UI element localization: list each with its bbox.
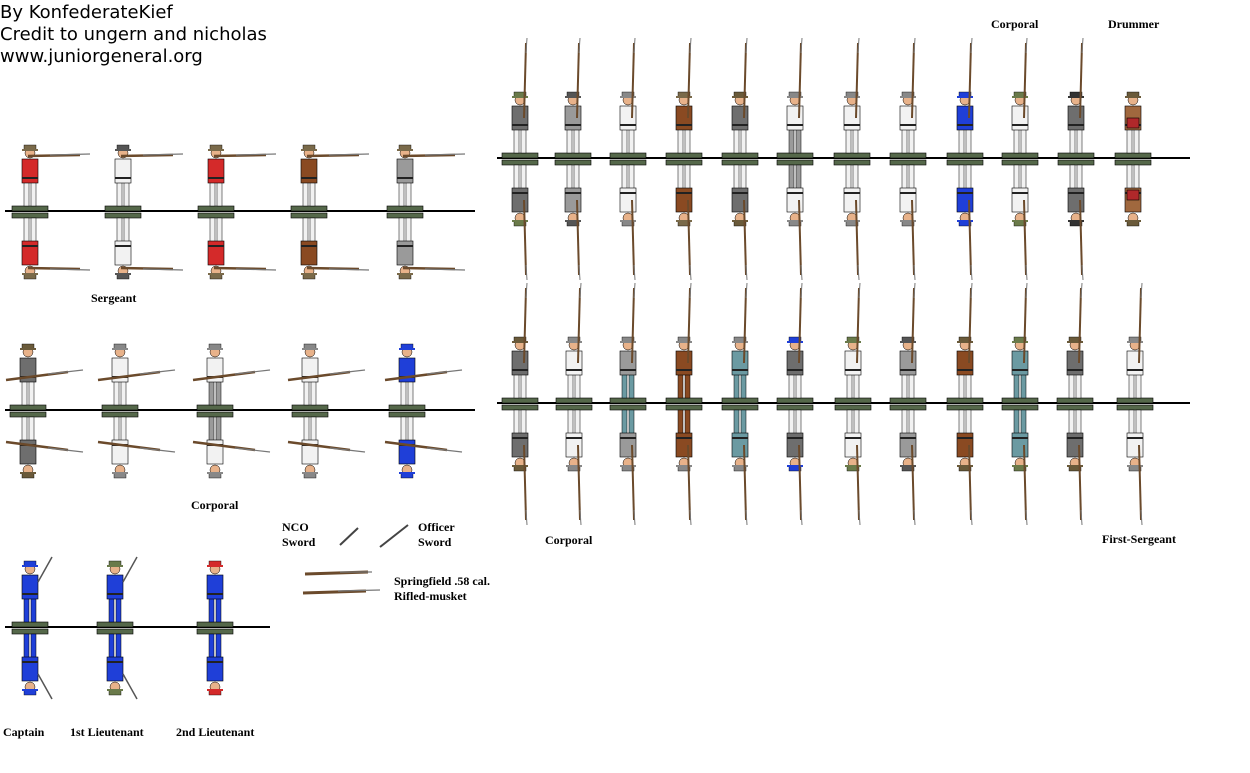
soldier-figure [946, 37, 984, 159]
soldier-figure [1001, 282, 1039, 404]
soldier-figure [776, 282, 814, 404]
soldier-figure [889, 159, 927, 281]
soldier-figure [97, 343, 176, 411]
soldier-figure [609, 159, 647, 281]
soldier-figure [946, 159, 984, 281]
soldier-figure [833, 159, 871, 281]
soldier-figure [555, 404, 593, 526]
label-corporal-mid: Corporal [191, 498, 239, 512]
label-second-lieutenant: 2nd Lieutenant [176, 725, 255, 739]
soldier-figure [1001, 404, 1039, 526]
soldier-figure [501, 404, 539, 526]
soldier-figure [287, 343, 366, 411]
soldier-figure [11, 556, 53, 628]
label-corporal-right: Corporal [545, 533, 593, 547]
soldier-figure [5, 343, 84, 411]
soldier-figure [1056, 404, 1094, 526]
soldier-figure [889, 404, 927, 526]
soldier-figure [290, 144, 370, 212]
label-first-sergeant: First-Sergeant [1102, 532, 1176, 546]
soldier-figure [1057, 37, 1095, 159]
soldier-figure [192, 343, 271, 411]
credit-thanks: Credit to ungern and nicholas [0, 24, 267, 45]
soldier-figure [721, 404, 759, 526]
soldier-figure [287, 411, 366, 479]
soldier-figure [776, 404, 814, 526]
soldier-figure [11, 144, 91, 212]
soldier-figure [1057, 159, 1095, 281]
soldier-figure [1001, 37, 1039, 159]
soldier-figure [11, 212, 91, 280]
soldier-figure [946, 282, 984, 404]
soldier-figure [196, 628, 234, 696]
soldier-figure [11, 628, 53, 700]
label-corporal-top: Corporal [991, 17, 1039, 31]
soldier-figure [501, 37, 539, 159]
soldier-figure [197, 212, 277, 280]
soldier-figure [834, 404, 872, 526]
soldier-figure [946, 404, 984, 526]
soldier-figure [609, 37, 647, 159]
soldier-figure [665, 282, 703, 404]
soldier-figure [501, 159, 539, 281]
credit-website: www.juniorgeneral.org [0, 46, 203, 67]
sheet-divider-lines [5, 157, 1190, 628]
soldier-figure [97, 411, 176, 479]
soldier-figure [5, 411, 84, 479]
label-captain: Captain [3, 725, 45, 739]
soldier-figure [384, 343, 463, 411]
soldier-figure [889, 37, 927, 159]
soldier-figure [1116, 404, 1154, 526]
soldier-figure [386, 144, 466, 212]
soldier-figure [96, 556, 138, 628]
soldier-figure [609, 404, 647, 526]
soldier-figure [721, 159, 759, 281]
soldier-figure [665, 159, 703, 281]
soldier-figure [665, 37, 703, 159]
soldier-figure [104, 212, 184, 280]
musket-icons [302, 570, 381, 595]
soldier-figure [833, 37, 871, 159]
soldier-figure [776, 159, 814, 281]
soldier-figure [197, 144, 277, 212]
soldier-figure [1114, 159, 1152, 227]
soldier-figure [1056, 282, 1094, 404]
soldier-figure [1116, 282, 1154, 404]
soldier-figure [384, 411, 463, 479]
soldier-figure [776, 37, 814, 159]
label-nco-sword: NCO Sword [282, 520, 316, 549]
soldier-figure [721, 37, 759, 159]
soldier-figure [1114, 91, 1152, 159]
soldier-figure [501, 282, 539, 404]
soldier-figure [609, 282, 647, 404]
soldier-figure [96, 628, 138, 700]
label-first-lieutenant: 1st Lieutenant [70, 725, 144, 739]
soldier-figure [1001, 159, 1039, 281]
soldier-figure [555, 282, 593, 404]
soldier-figures [5, 37, 1154, 700]
soldier-figure [665, 404, 703, 526]
soldier-figure [196, 560, 234, 628]
label-sergeant: Sergeant [91, 291, 137, 305]
label-officer-sword: Officer Sword [418, 520, 455, 549]
soldier-figure [721, 282, 759, 404]
label-rifled-musket: Springfield .58 cal. Rifled-musket [394, 574, 491, 603]
soldier-figure [104, 144, 184, 212]
soldier-figure [889, 282, 927, 404]
soldier-figure [386, 212, 466, 280]
sword-icons [339, 524, 409, 548]
soldier-figure [554, 37, 592, 159]
soldier-figure [192, 411, 271, 479]
soldier-figure [834, 282, 872, 404]
soldier-figure [290, 212, 370, 280]
credit-author: By KonfederateKief [0, 2, 173, 23]
soldier-figure [554, 159, 592, 281]
label-drummer: Drummer [1108, 17, 1160, 31]
